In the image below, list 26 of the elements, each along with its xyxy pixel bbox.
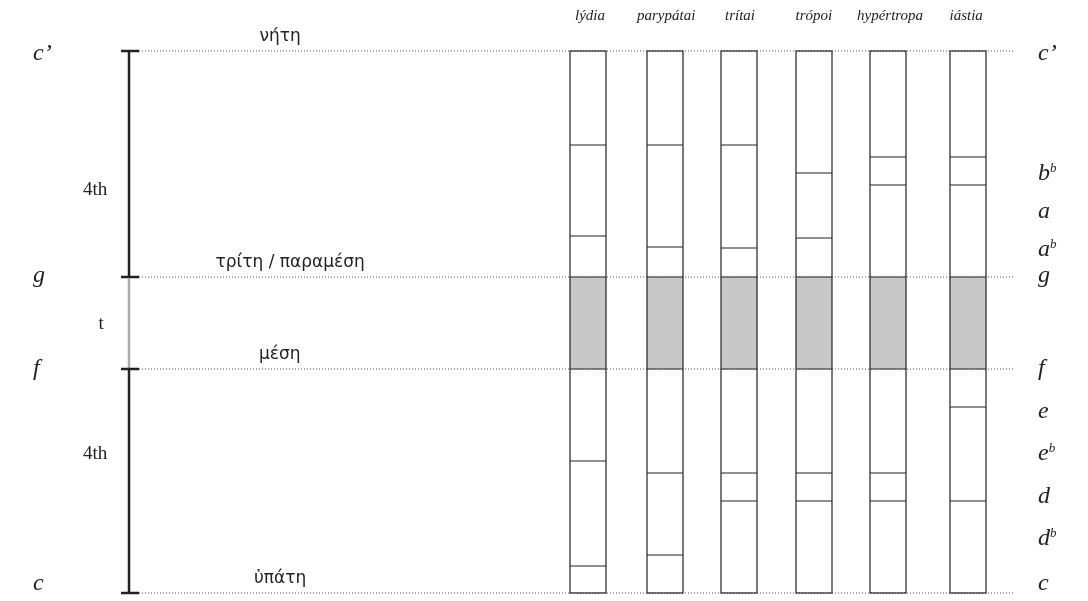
pitch-label: g (33, 262, 45, 286)
note-name: ὑπάτη (254, 569, 307, 586)
column-header: lýdia (575, 8, 605, 23)
column-header: trítai (725, 8, 755, 23)
column-header: hypértropa (857, 8, 924, 23)
pitch-label: g (1038, 262, 1050, 286)
interval-label: 4th (83, 179, 108, 198)
pitch-label: d$^{b}$ (1038, 525, 1057, 549)
pitch-label: a (1038, 198, 1050, 222)
pitch-label: c (33, 570, 44, 594)
pitch-label: c’ (1038, 40, 1057, 64)
pitch-label: d (1038, 483, 1050, 507)
column-header: parypátai (637, 8, 696, 23)
column-header: iástia (949, 8, 983, 23)
note-name: τρίτη / παραμέση (215, 253, 365, 270)
pitch-label: c (1038, 570, 1049, 594)
column-header: trópoi (795, 8, 833, 23)
pitch-label: b$^{b}$ (1038, 160, 1057, 184)
pitch-label: e$^{b}$ (1038, 440, 1056, 464)
note-name: μέση (259, 345, 301, 362)
pitch-label: a$^{b}$ (1038, 236, 1057, 260)
pitch-label: e (1038, 398, 1049, 422)
note-name: νήτη (259, 27, 301, 44)
interval-label: t (98, 313, 104, 332)
pitch-label: c’ (33, 40, 52, 64)
interval-label: 4th (83, 443, 108, 462)
